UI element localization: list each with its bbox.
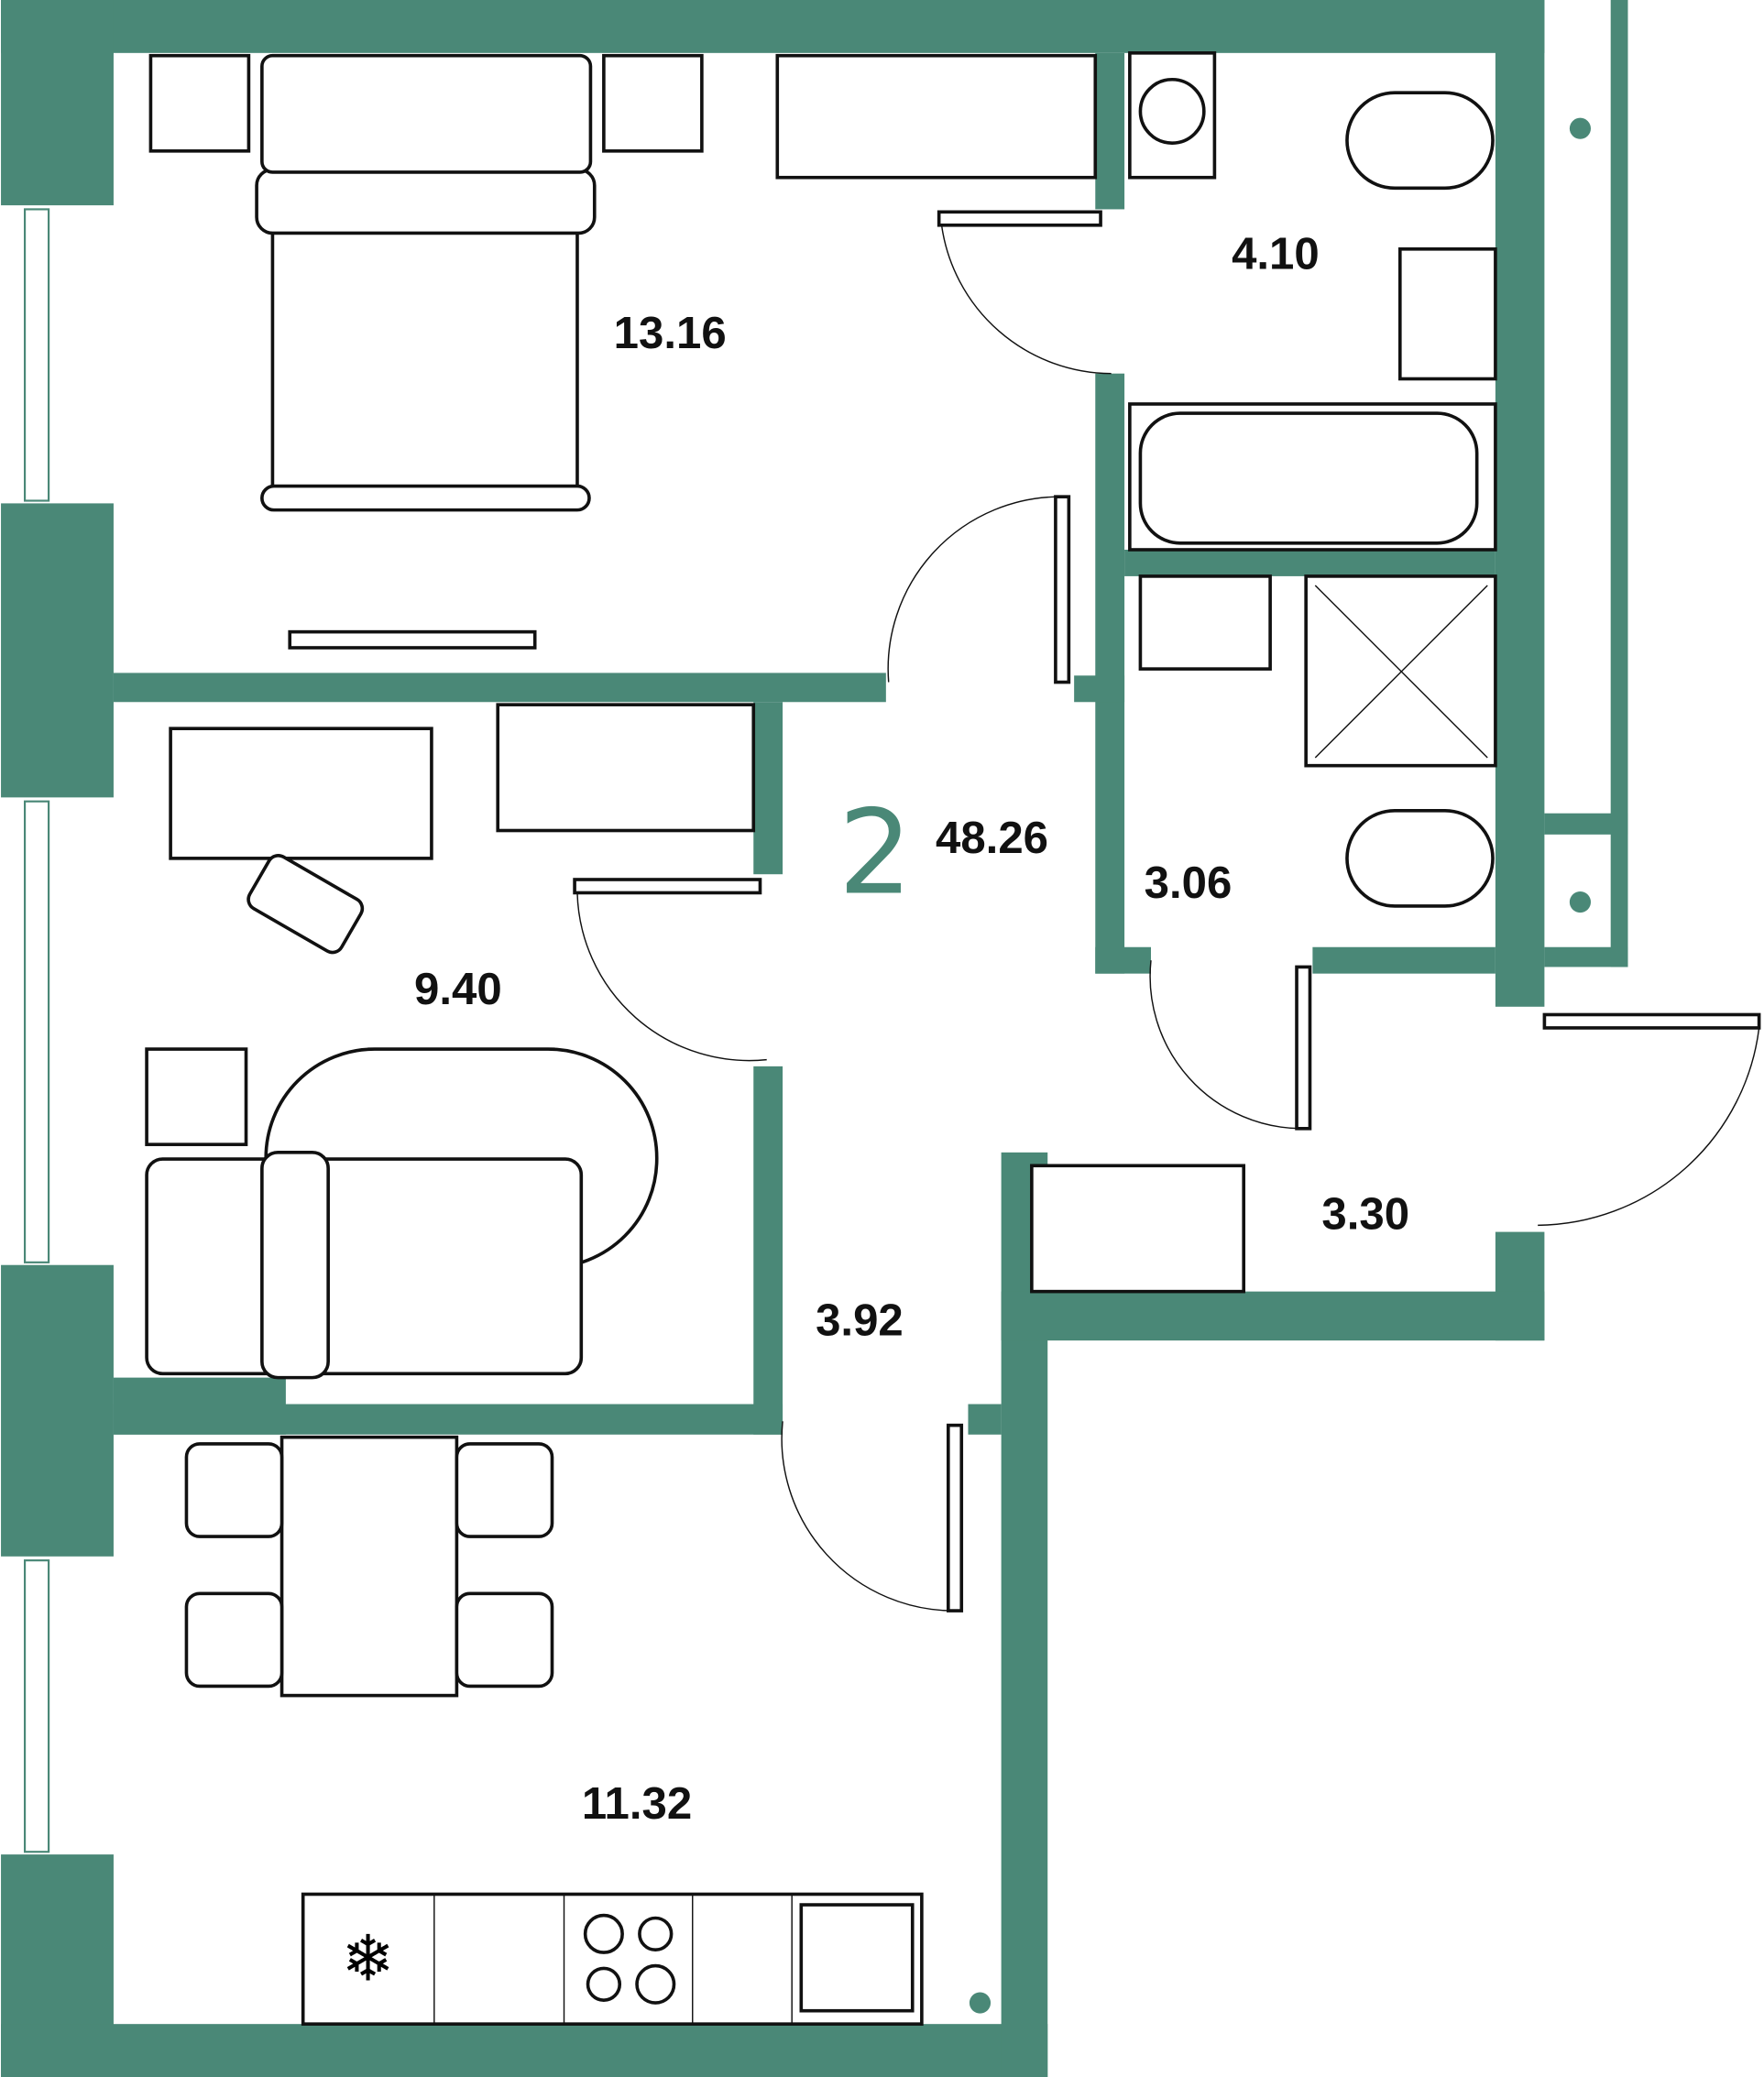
nightstand-right: [602, 53, 704, 153]
doors: [573, 210, 1761, 1612]
area-storage: 3.30: [1321, 1190, 1409, 1240]
desk-chair: [247, 853, 365, 955]
rooms-count: 2: [838, 785, 913, 921]
radiator-2: [496, 703, 756, 833]
desk: [169, 727, 433, 860]
total-area: 48.26: [936, 814, 1048, 863]
dining-table: [279, 1435, 459, 1698]
bed: [270, 216, 579, 492]
labels: 2 48.26 13.16 4.10 3.06 9.40 3.30 3.92 1…: [414, 229, 1409, 1829]
area-bathroom: 4.10: [1232, 229, 1320, 279]
area-wc: 3.06: [1145, 858, 1233, 908]
tv-stand: [288, 629, 537, 650]
windows: [23, 208, 50, 1853]
radiator-3: [1030, 1164, 1246, 1294]
area-kids-room: 9.40: [414, 965, 502, 1014]
sofa: [145, 1157, 584, 1376]
wc-toilet: [1345, 809, 1495, 908]
toilet: [1345, 91, 1495, 191]
radiator: [775, 53, 1098, 180]
nightstand-left: [148, 53, 251, 153]
markers: [969, 117, 1591, 2014]
furniture: ❄: [145, 51, 1497, 2026]
cabinet: [145, 1047, 248, 1146]
area-bedroom: 13.16: [614, 309, 727, 358]
area-kitchen: 11.32: [582, 1779, 692, 1829]
sink: [1397, 247, 1497, 381]
area-hallway: 3.92: [816, 1295, 904, 1345]
fridge-icon: ❄: [341, 1922, 394, 1995]
wc-sink: [1138, 574, 1272, 671]
walls: [1, 0, 1628, 2077]
